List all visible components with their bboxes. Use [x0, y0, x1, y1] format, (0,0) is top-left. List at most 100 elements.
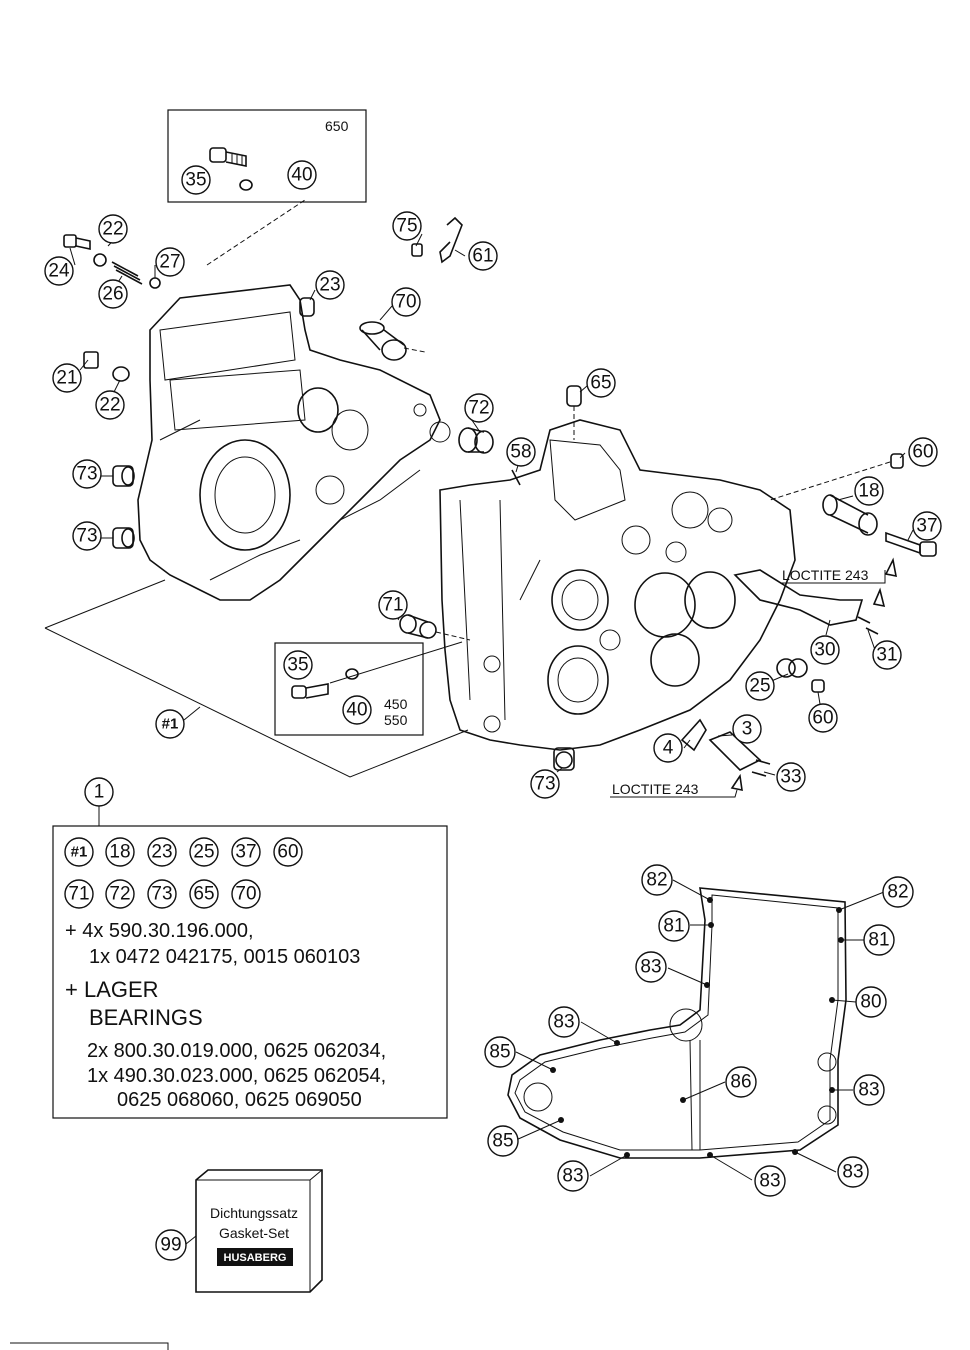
- callout-82a[interactable]: 82: [641, 864, 673, 896]
- svg-text:83: 83: [858, 1080, 879, 1101]
- callout-31[interactable]: 31: [872, 640, 902, 670]
- callout-23[interactable]: 23: [315, 270, 345, 300]
- callout-81b[interactable]: 81: [863, 924, 895, 956]
- svg-text:83: 83: [640, 957, 661, 978]
- gasket-callouts: 82 82 81 81 83 80 83 85 86 83 85 83 83 8…: [484, 864, 914, 1197]
- kit-item-65[interactable]: 65: [189, 879, 219, 909]
- callout-75[interactable]: 75: [392, 211, 422, 241]
- variant-box-650-label: 650: [325, 118, 349, 134]
- kit-item-72[interactable]: 72: [105, 879, 135, 909]
- svg-text:80: 80: [860, 992, 881, 1013]
- callout-35b[interactable]: 35: [283, 650, 313, 680]
- callout-99[interactable]: 99: [155, 1229, 187, 1261]
- callout-60b[interactable]: 60: [808, 703, 838, 733]
- gasket-set-en: Gasket-Set: [219, 1225, 289, 1241]
- bush-72-icon: [458, 427, 494, 454]
- callout-65[interactable]: 65: [586, 368, 616, 398]
- callout-61[interactable]: 61: [468, 241, 498, 271]
- kit-contents-box: #1 18 23 25 37 60 71 72 73 65 70 + 4x 59…: [52, 825, 448, 1119]
- callout-30[interactable]: 30: [810, 635, 840, 665]
- callout-21[interactable]: 21: [52, 363, 82, 393]
- svg-text:4: 4: [663, 738, 674, 759]
- callout-40b[interactable]: 40: [342, 695, 372, 725]
- callout-22a[interactable]: 22: [98, 214, 128, 244]
- svg-text:60: 60: [277, 842, 298, 863]
- callout-73a[interactable]: 73: [72, 459, 102, 489]
- kit-line-4: BEARINGS: [89, 1005, 203, 1030]
- kit-item-23[interactable]: 23: [147, 837, 177, 867]
- callout-33[interactable]: 33: [776, 762, 806, 792]
- callout-82b[interactable]: 82: [882, 876, 914, 908]
- kit-item-37[interactable]: 37: [231, 837, 261, 867]
- case-gasket: [507, 879, 885, 1181]
- callout-71[interactable]: 71: [378, 590, 408, 620]
- kit-item-25[interactable]: 25: [189, 837, 219, 867]
- loctite-drop-b-icon: [884, 557, 898, 578]
- callout-83e[interactable]: 83: [754, 1165, 786, 1197]
- loctite-note-a: LOCTITE 243: [782, 567, 869, 583]
- callout-27[interactable]: 27: [155, 247, 185, 277]
- callout-4[interactable]: 4: [653, 733, 683, 763]
- svg-text:35: 35: [287, 655, 308, 676]
- bolt-24-icon: [63, 234, 77, 248]
- svg-text:65: 65: [193, 884, 214, 905]
- callout-1[interactable]: 1: [84, 777, 114, 807]
- kit-item-60[interactable]: 60: [273, 837, 303, 867]
- svg-text:99: 99: [160, 1235, 181, 1256]
- callout-35a[interactable]: 35: [181, 165, 211, 195]
- callout-25[interactable]: 25: [745, 671, 775, 701]
- svg-text:61: 61: [472, 246, 493, 267]
- dowel-60b-icon: [811, 679, 825, 693]
- bush-73b-icon: [112, 527, 135, 549]
- kit-item-73[interactable]: 73: [147, 879, 177, 909]
- svg-text:23: 23: [151, 842, 172, 863]
- bolt-35-icon: [209, 147, 247, 167]
- callout-81a[interactable]: 81: [658, 910, 690, 942]
- bush-25-icon: [776, 658, 808, 678]
- svg-text:24: 24: [48, 261, 70, 282]
- variant-box-650: 650: [167, 109, 367, 266]
- right-crankcase-half: [439, 419, 796, 751]
- sleeve-18-icon: [822, 494, 878, 536]
- kit-item-18[interactable]: 18: [105, 837, 135, 867]
- callout-22b[interactable]: 22: [95, 390, 125, 420]
- callout-85b[interactable]: 85: [487, 1125, 519, 1157]
- callout-40a[interactable]: 40: [287, 160, 317, 190]
- gasket-set-package: Dichtungssatz Gasket-Set HUSABERG: [185, 1169, 323, 1293]
- callout-86[interactable]: 86: [725, 1066, 757, 1098]
- callout-26[interactable]: 26: [98, 279, 128, 309]
- kit-item-set-1[interactable]: #1: [64, 837, 94, 867]
- kit-item-71[interactable]: 71: [64, 879, 94, 909]
- callout-83c[interactable]: 83: [853, 1074, 885, 1106]
- callout-73c[interactable]: 73: [530, 769, 560, 799]
- kit-line-7: 0625 068060, 0625 069050: [117, 1089, 362, 1111]
- callout-80[interactable]: 80: [855, 986, 887, 1018]
- svg-text:73: 73: [76, 464, 97, 485]
- svg-text:1: 1: [94, 782, 105, 803]
- callout-85a[interactable]: 85: [484, 1036, 516, 1068]
- callout-24[interactable]: 24: [44, 256, 74, 286]
- pin-58-icon: [511, 469, 521, 486]
- callout-70[interactable]: 70: [391, 287, 421, 317]
- callout-3[interactable]: 3: [732, 714, 762, 744]
- husaberg-logo-text: HUSABERG: [224, 1252, 287, 1264]
- callout-37[interactable]: 37: [912, 511, 942, 541]
- callout-83b[interactable]: 83: [548, 1006, 580, 1038]
- svg-text:27: 27: [159, 252, 180, 273]
- callout-set-1[interactable]: #1: [155, 709, 185, 739]
- svg-text:71: 71: [68, 884, 89, 905]
- callout-73b[interactable]: 73: [72, 521, 102, 551]
- callout-58[interactable]: 58: [506, 437, 536, 467]
- callout-83a[interactable]: 83: [635, 951, 667, 983]
- callout-60a[interactable]: 60: [908, 437, 938, 467]
- plate-4-icon: [680, 718, 707, 752]
- callout-72[interactable]: 72: [464, 393, 494, 423]
- callout-18[interactable]: 18: [854, 476, 884, 506]
- callout-83f[interactable]: 83: [837, 1156, 869, 1188]
- husaberg-logo-icon: [217, 1248, 293, 1266]
- plug-21-icon: [83, 351, 99, 369]
- callout-83d[interactable]: 83: [557, 1160, 589, 1192]
- kit-item-70[interactable]: 70: [231, 879, 261, 909]
- svg-text:70: 70: [235, 884, 256, 905]
